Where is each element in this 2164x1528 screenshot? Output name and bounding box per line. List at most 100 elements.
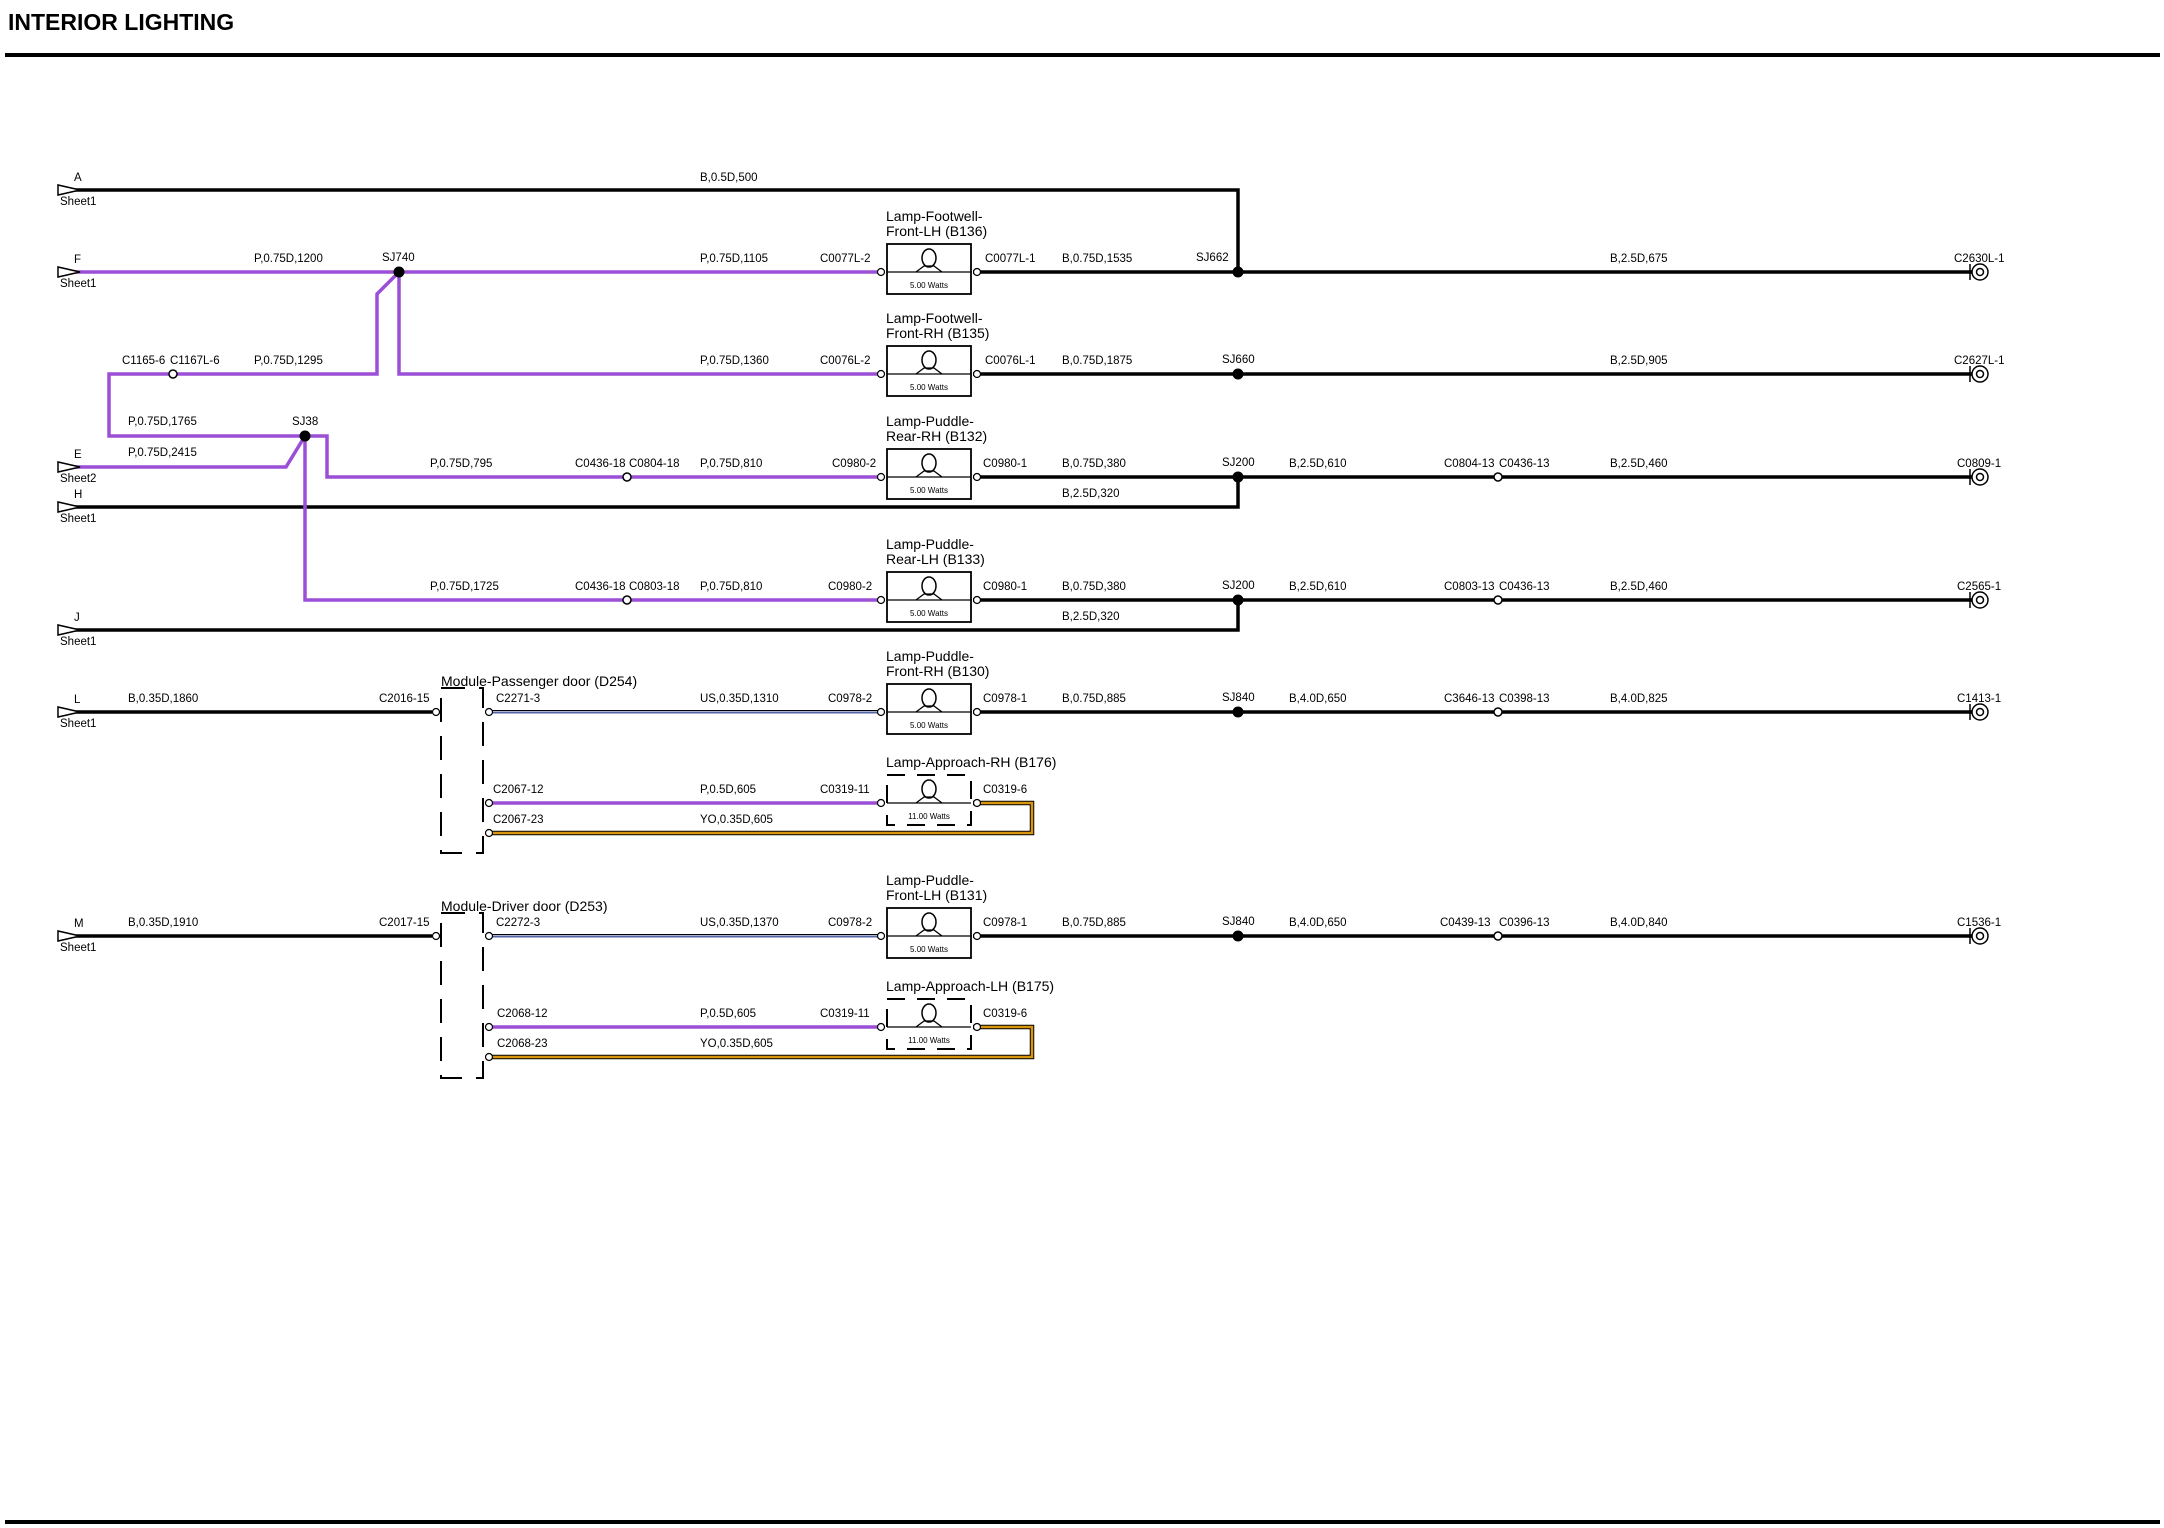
wire-row4-purple-a[interactable] — [303, 436, 623, 602]
wire-label: P,0.75D,1725 — [430, 581, 499, 593]
wire-c1165-loop[interactable] — [107, 372, 305, 438]
wire-h[interactable] — [60, 477, 1240, 509]
connector-label: C0980-2 — [832, 458, 876, 470]
wire-row3-purple-a[interactable] — [305, 434, 623, 479]
connector-icon[interactable] — [1493, 472, 1503, 482]
wire-label: B,0.75D,885 — [1062, 917, 1126, 929]
splice-dot[interactable] — [299, 430, 311, 442]
splice-dots — [299, 266, 1244, 942]
lamp-b136[interactable]: 5.00 Watts — [886, 243, 972, 295]
splice-dot[interactable] — [1232, 594, 1244, 606]
lamp-title: Lamp-Approach-RH (B176) — [886, 754, 1056, 770]
connector-label: C0809-1 — [1957, 458, 2001, 470]
wire-label: P,0.75D,2415 — [128, 447, 197, 459]
sheet-name: Sheet1 — [60, 278, 96, 290]
splice-dot[interactable] — [1232, 930, 1244, 942]
wire-label: B,0.35D,1910 — [128, 917, 198, 929]
splice-dot[interactable] — [1232, 266, 1244, 278]
end-connector-icon[interactable] — [1969, 591, 1989, 609]
arrow-icon[interactable] — [57, 461, 81, 473]
connector-label: C0076L-1 — [985, 355, 1036, 367]
sheet-labels: A Sheet1 F Sheet1 E Sheet2 H Sheet1 J Sh… — [60, 172, 96, 954]
connector-label: C1165-6 — [122, 355, 165, 367]
orange-wires — [490, 800, 1035, 1060]
end-connector-icon[interactable] — [1969, 703, 1989, 721]
sheet-name: Sheet2 — [60, 473, 96, 485]
connector-label: C0436-13 — [1499, 458, 1550, 470]
lamp-title: Lamp-Puddle- — [886, 648, 974, 664]
arrow-icon[interactable] — [57, 501, 81, 513]
wire-label: B,2.5D,675 — [1610, 253, 1668, 265]
connector-icon[interactable] — [1493, 595, 1503, 605]
end-connector-icon[interactable] — [1969, 927, 1989, 945]
module-d253-outline[interactable] — [440, 912, 484, 1079]
lamp-b130[interactable]: 5.00 Watts — [886, 683, 972, 735]
connector-icon[interactable] — [168, 369, 178, 379]
lamp-b131[interactable]: 5.00 Watts — [886, 907, 972, 959]
connector-label: C0978-1 — [983, 917, 1027, 929]
bulb-icon — [921, 912, 937, 932]
lamp-title: Front-LH (B136) — [886, 223, 987, 239]
lamp-b133[interactable]: 5.00 Watts — [886, 571, 972, 623]
splice-dot[interactable] — [1232, 368, 1244, 380]
wire-e-purple[interactable] — [60, 435, 307, 469]
lamp-b135[interactable]: 5.00 Watts — [886, 345, 972, 397]
wire-label: B,2.5D,320 — [1062, 488, 1120, 500]
connector-label: C0319-11 — [820, 1008, 870, 1020]
connector-label: C0978-2 — [828, 917, 872, 929]
arrow-icon[interactable] — [57, 930, 81, 942]
wire-j[interactable] — [60, 600, 1240, 632]
lamp-title: Rear-RH (B132) — [886, 428, 987, 444]
splice-label: SJ660 — [1222, 354, 1255, 366]
splice-dot[interactable] — [1232, 706, 1244, 718]
end-connector-icon[interactable] — [1969, 263, 1989, 281]
splice-label: SJ200 — [1222, 457, 1255, 469]
arrow-icon[interactable] — [57, 706, 81, 718]
arrow-icon[interactable] — [57, 266, 81, 278]
lamp-b132[interactable]: 5.00 Watts — [886, 448, 972, 500]
lamp-title: Front-LH (B131) — [886, 887, 987, 903]
connector-label: C0436-18 — [575, 458, 626, 470]
sheet-name: Sheet1 — [60, 513, 96, 525]
wire-label: B,0.75D,1535 — [1062, 253, 1132, 265]
wire-label: B,4.0D,840 — [1610, 917, 1668, 929]
splice-labels: SJ740 SJ38 SJ662 SJ660 SJ200 SJ200 SJ840… — [292, 252, 1255, 928]
wire-sj740-loop[interactable] — [176, 270, 401, 376]
connector-icon[interactable] — [622, 595, 632, 605]
end-connector-icon[interactable] — [1969, 365, 1989, 383]
lamp-b176[interactable]: 11.00 Watts — [886, 774, 972, 826]
splice-dot[interactable] — [1232, 471, 1244, 483]
wire-lh-orange[interactable] — [490, 1025, 1034, 1059]
splice-label: SJ38 — [292, 416, 318, 428]
connector-icon[interactable] — [1493, 931, 1503, 941]
lamp-title: Rear-LH (B133) — [886, 551, 985, 567]
module-d254-outline[interactable] — [440, 687, 484, 854]
sheet-name: Sheet1 — [60, 942, 96, 954]
bulb-icon — [921, 576, 937, 596]
end-connector-icon[interactable] — [1969, 468, 1989, 486]
splice-label: SJ200 — [1222, 580, 1255, 592]
lamp-b175[interactable]: 11.00 Watts — [886, 998, 972, 1050]
splice-label: SJ840 — [1222, 916, 1255, 928]
wire-a[interactable] — [60, 188, 1240, 272]
wire-label: P,0.75D,1360 — [700, 355, 769, 367]
connector-label: C0980-2 — [828, 581, 872, 593]
wire-label: US,0.35D,1370 — [700, 917, 779, 929]
wire-row2-purple[interactable] — [397, 272, 880, 376]
connector-icon[interactable] — [1493, 707, 1503, 717]
wire-label: B,2.5D,460 — [1610, 458, 1668, 470]
connector-label: C0077L-2 — [820, 253, 871, 265]
lamp-title: Lamp-Puddle- — [886, 536, 974, 552]
bulb-icon — [921, 779, 937, 799]
door-modules — [440, 687, 484, 1079]
connector-label: C0803-13 — [1444, 581, 1495, 593]
arrow-icon[interactable] — [57, 624, 81, 636]
arrow-icon[interactable] — [57, 184, 81, 196]
connector-label: C0803-18 — [629, 581, 680, 593]
connector-label: C0319-11 — [820, 784, 870, 796]
sheet-letter: M — [74, 918, 84, 930]
connector-icon[interactable] — [622, 472, 632, 482]
wire-rh-orange[interactable] — [490, 801, 1034, 835]
splice-dot[interactable] — [393, 266, 405, 278]
connector-label: C0980-1 — [983, 581, 1027, 593]
